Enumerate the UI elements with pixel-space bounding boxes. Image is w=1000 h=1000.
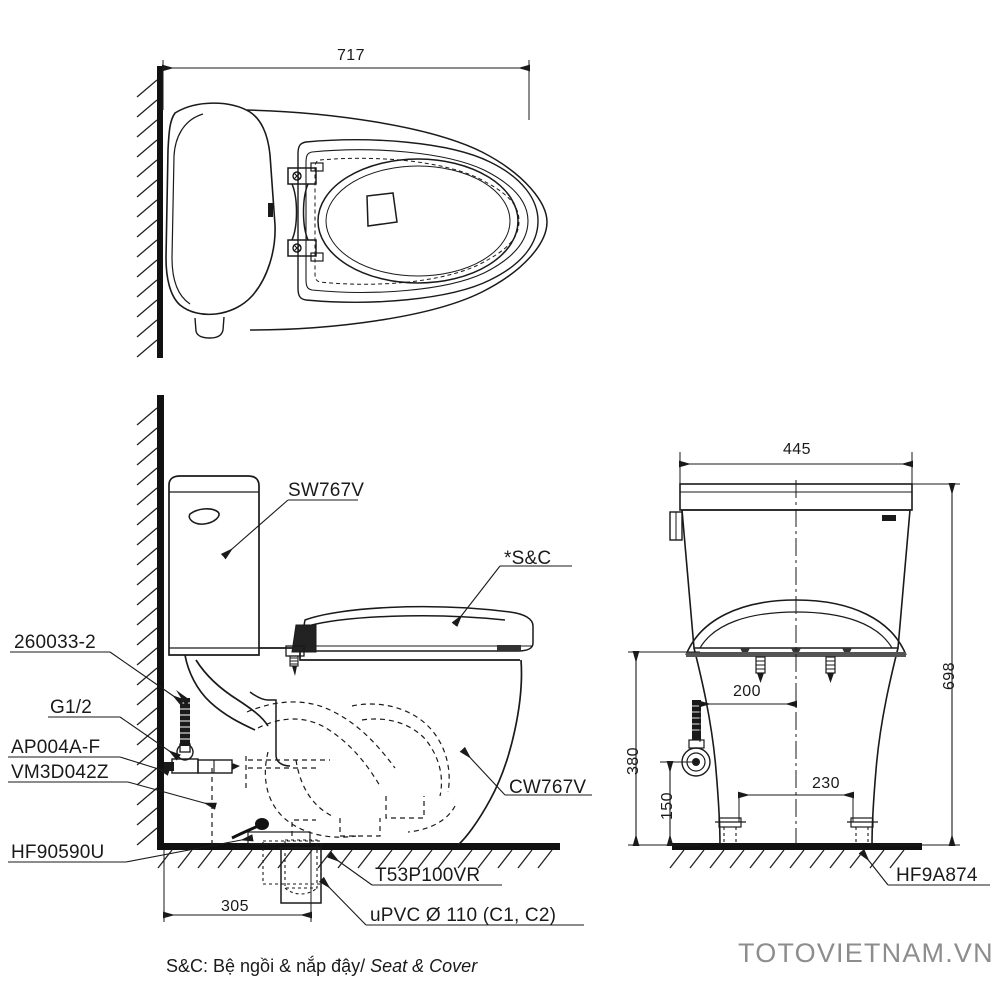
dimension-230 bbox=[738, 791, 854, 822]
part-label-drain-pipe: uPVC Ø 110 (C1, C2) bbox=[370, 905, 557, 926]
side-section-view-group bbox=[8, 395, 592, 926]
part-label-gasket: 260033-2 bbox=[14, 632, 96, 653]
dimension-445 bbox=[679, 452, 913, 492]
site-watermark: TOTOVIETNAM.VN bbox=[738, 938, 994, 968]
flush-button-side bbox=[188, 508, 220, 525]
bowl-plan-outline bbox=[246, 109, 548, 331]
part-label-bowl: CW767V bbox=[509, 777, 587, 798]
dimension-label-150: 150 bbox=[659, 792, 676, 820]
tank-foot bbox=[194, 316, 225, 339]
flush-outlet-plan bbox=[366, 192, 398, 227]
dimension-label-230: 230 bbox=[812, 775, 840, 792]
dimension-label-305: 305 bbox=[221, 898, 249, 915]
tank-side-outline bbox=[168, 475, 260, 656]
tank-front-outline bbox=[679, 483, 913, 649]
part-label-thread: G1/2 bbox=[50, 697, 92, 718]
part-label-flexible-hose: VM3D042Z bbox=[11, 762, 109, 783]
seat-hinge-plan bbox=[287, 162, 324, 262]
seat-cover-footnote: S&C: Bệ ngồi & nắp đậy/ Seat & Cover bbox=[166, 957, 477, 975]
dimension-150 bbox=[660, 761, 700, 846]
front-elevation-view-group bbox=[628, 452, 990, 886]
floor-drain-assembly bbox=[262, 839, 322, 904]
water-supply-assembly bbox=[164, 690, 240, 774]
dimension-label-717: 717 bbox=[337, 47, 365, 64]
leader-line-hf9a874 bbox=[858, 848, 990, 886]
footnote-prefix: S&C: Bệ ngồi & nắp đậy/ bbox=[166, 956, 371, 976]
wall-side-view bbox=[136, 395, 164, 850]
dimension-label-698: 698 bbox=[941, 662, 958, 690]
part-label-seat-cover: *S&C bbox=[504, 548, 552, 569]
dimension-label-200: 200 bbox=[733, 683, 761, 700]
dimension-200 bbox=[699, 700, 797, 742]
wall-top-view bbox=[136, 66, 163, 358]
dimension-305 bbox=[163, 848, 312, 922]
dimension-698 bbox=[880, 483, 960, 846]
tank-lever-front bbox=[669, 511, 683, 541]
bowl-side-outline bbox=[184, 647, 523, 846]
supply-valve-front bbox=[681, 700, 711, 777]
leader-lines-center bbox=[220, 499, 592, 926]
floor-front-view bbox=[669, 843, 922, 869]
tank-lever-slot bbox=[268, 203, 273, 217]
seat-cover-plan bbox=[297, 139, 539, 303]
part-label-floor-flange: HF90590U bbox=[11, 842, 105, 863]
floor-side-view bbox=[157, 843, 560, 869]
part-label-bolt-cap: HF9A874 bbox=[896, 865, 978, 886]
tank-top-outline bbox=[165, 102, 276, 316]
part-label-angle-valve: AP004A-F bbox=[11, 737, 101, 758]
part-label-tank: SW767V bbox=[288, 480, 365, 501]
top-plan-view-group bbox=[136, 60, 548, 358]
dimension-label-445: 445 bbox=[783, 441, 811, 458]
dimension-717 bbox=[162, 60, 530, 120]
flush-jet-path bbox=[249, 691, 291, 767]
tank-side-hole bbox=[882, 515, 896, 521]
seat-cover-side bbox=[300, 605, 534, 652]
floor-bolts-front bbox=[715, 817, 878, 845]
part-label-waste-pipe: T53P100VR bbox=[375, 865, 481, 886]
dimension-label-380: 380 bbox=[625, 747, 642, 775]
trapway-hidden-lines bbox=[211, 701, 456, 848]
seat-hinge-side bbox=[285, 624, 317, 676]
footnote-italic: Seat & Cover bbox=[370, 956, 478, 976]
seat-bolts-front bbox=[755, 656, 836, 683]
leader-lines-left bbox=[8, 651, 254, 863]
